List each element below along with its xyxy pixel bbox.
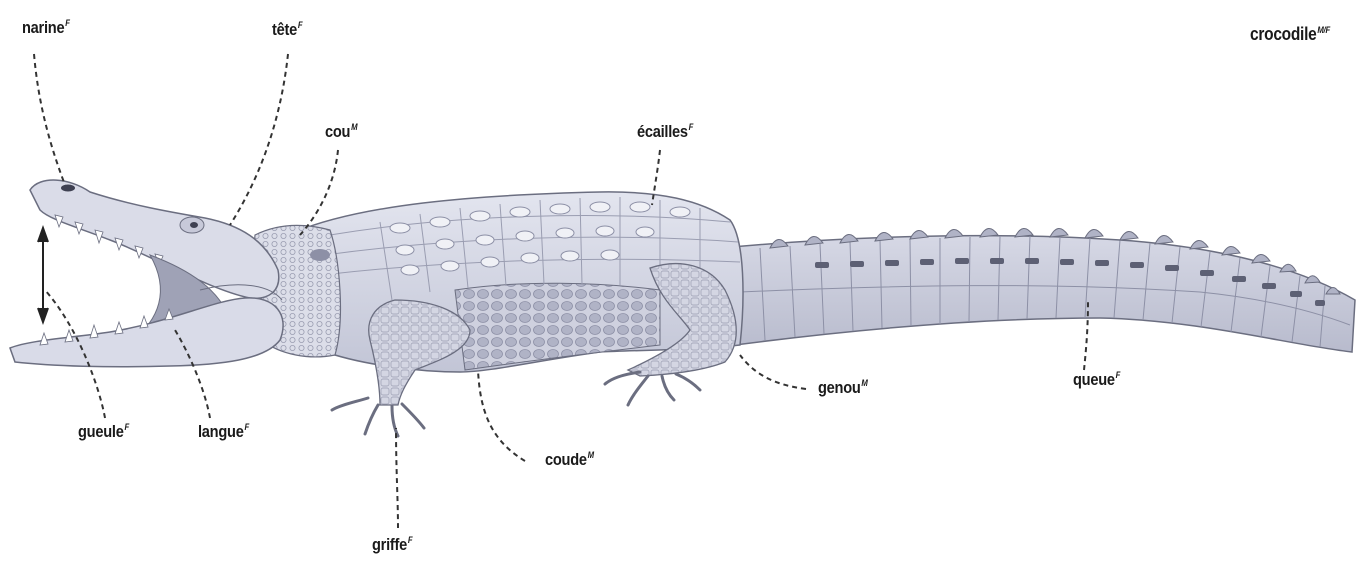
leader-genou bbox=[740, 355, 806, 389]
label-queue: queueF bbox=[1073, 370, 1120, 390]
leader-narine bbox=[34, 54, 65, 185]
label-griffe-gender: F bbox=[408, 535, 412, 545]
label-coude-gender: M bbox=[588, 450, 594, 460]
label-langue-word: langue bbox=[198, 422, 244, 441]
label-ecailles-word: écailles bbox=[637, 122, 688, 141]
label-coude: coudeM bbox=[545, 450, 594, 470]
label-cou-gender: M bbox=[351, 122, 357, 132]
label-ecailles: écaillesF bbox=[637, 122, 693, 142]
leader-tete bbox=[230, 54, 288, 225]
label-narine-word: narine bbox=[22, 18, 64, 37]
label-genou-word: genou bbox=[818, 378, 861, 397]
title-word: crocodile bbox=[1250, 24, 1317, 44]
label-langue-gender: F bbox=[244, 422, 248, 432]
label-griffe: griffeF bbox=[372, 535, 412, 555]
label-gueule-word: gueule bbox=[78, 422, 124, 441]
head-shape bbox=[10, 180, 283, 367]
title-gender: M/F bbox=[1317, 25, 1330, 35]
label-queue-word: queue bbox=[1073, 370, 1115, 389]
label-coude-word: coude bbox=[545, 450, 587, 469]
tail-shape bbox=[700, 228, 1355, 352]
label-genou: genouM bbox=[818, 378, 868, 398]
label-gueule: gueuleF bbox=[78, 422, 129, 442]
leader-griffe bbox=[396, 428, 398, 528]
label-genou-gender: M bbox=[861, 378, 867, 388]
label-cou: couM bbox=[325, 122, 357, 142]
label-ecailles-gender: F bbox=[689, 122, 693, 132]
title-label: crocodileM/F bbox=[1250, 24, 1330, 45]
label-gueule-gender: F bbox=[124, 422, 128, 432]
leader-coude bbox=[478, 370, 525, 461]
gueule-arrow bbox=[38, 228, 48, 322]
label-narine-gender: F bbox=[65, 18, 69, 28]
label-cou-word: cou bbox=[325, 122, 350, 141]
label-narine: narineF bbox=[22, 18, 70, 38]
label-tete-word: tête bbox=[272, 20, 297, 39]
label-queue-gender: F bbox=[1116, 370, 1120, 380]
label-griffe-word: griffe bbox=[372, 535, 407, 554]
label-tete-gender: F bbox=[298, 20, 302, 30]
label-tete: têteF bbox=[272, 20, 302, 40]
label-langue: langueF bbox=[198, 422, 249, 442]
